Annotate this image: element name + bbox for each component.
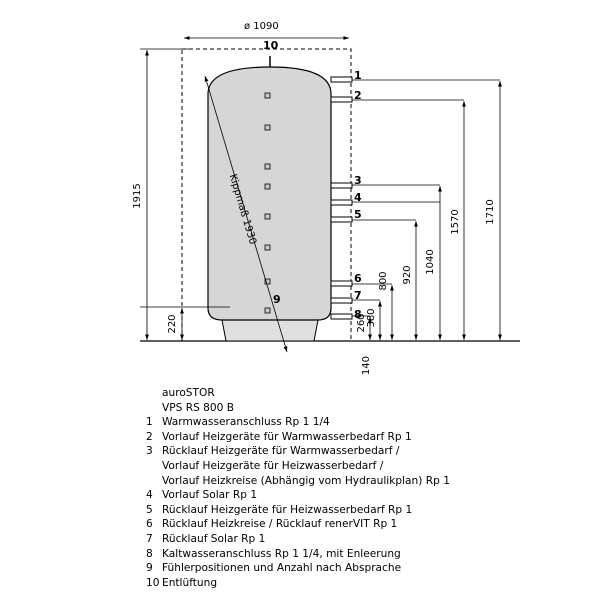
height-920: 920	[402, 265, 413, 284]
height-220: 220	[167, 314, 178, 333]
legend-item: 8 Kaltwasseranschluss Rp 1 1/4, mit Enlee…	[146, 547, 586, 562]
legend-item-continuation: Vorlauf Heizgeräte für Heizwasserbedarf …	[162, 459, 384, 472]
legend-item-text: Kaltwasseranschluss Rp 1 1/4, mit Enleer…	[162, 547, 401, 560]
legend-item: 2 Vorlauf Heizgeräte für Warmwasserbedarf…	[146, 430, 586, 445]
connection-number-2: 2	[354, 89, 362, 102]
legend-item-text: Rücklauf Heizgeräte für Warmwasserbedarf…	[162, 445, 400, 458]
tank-base	[221, 319, 319, 342]
legend-item-number: 6	[146, 518, 153, 531]
legend-item: 6 Rücklauf Heizkreise / Rücklauf renerVIT…	[146, 517, 586, 532]
legend-item-number: 9	[146, 562, 153, 575]
legend-item-number: 3	[146, 445, 153, 458]
legend-item-text: Vorlauf Heizgeräte für Warmwasserbedarf …	[162, 430, 412, 443]
legend-item: 7 Rücklauf Solar Rp 1	[146, 532, 586, 547]
legend-item-text: Vorlauf Solar Rp 1	[162, 489, 258, 502]
height-260: 260	[356, 313, 367, 332]
legend-item-number: 8	[146, 547, 153, 560]
legend-item: 4 Vorlauf Solar Rp 1	[146, 488, 586, 503]
legend-item: 1 Warmwasseranschluss Rp 1 1/4	[146, 415, 586, 430]
height-1570: 1570	[450, 209, 461, 234]
legend-item-number: 10	[146, 576, 160, 589]
legend-item-text: Rücklauf Solar Rp 1	[162, 532, 266, 545]
product-name: auroSTOR	[162, 387, 215, 399]
legend-item-number: 4	[146, 489, 153, 502]
height-140: 140	[361, 356, 372, 375]
sensor-number: 9	[273, 293, 281, 306]
legend-item-text: Fühlerpositionen und Anzahl nach Absprac…	[162, 562, 402, 575]
legend-item-number: 2	[146, 430, 153, 443]
height-1040: 1040	[425, 249, 436, 274]
vent-number: 10	[263, 39, 279, 52]
connection-number-8: 8	[354, 308, 362, 321]
legend-item-text: Rücklauf Heizgeräte für Heizwasserbedarf…	[162, 503, 413, 516]
insulation-outline	[181, 48, 352, 342]
height-1915: 1915	[132, 183, 143, 208]
height-800: 800	[378, 271, 389, 290]
legend-item-number: 1	[146, 416, 153, 429]
tilt-line	[204, 75, 288, 353]
connection-pipes	[330, 76, 353, 320]
width-label: ø 1090	[244, 21, 279, 32]
tank-diagram: ø 1090 1915 220 1710 1570 1040 920 800 3…	[132, 21, 520, 375]
legend-item: 9 Fühlerpositionen und Anzahl nach Abspra…	[146, 561, 586, 576]
legend-item-text: Entlüftung	[162, 576, 218, 589]
height-1710: 1710	[485, 199, 496, 224]
connection-number-1: 1	[354, 69, 362, 82]
connection-number-5: 5	[354, 208, 362, 221]
legend-item-number: 5	[146, 503, 153, 516]
height-380: 380	[366, 308, 377, 327]
connection-number-7: 7	[354, 289, 362, 302]
connection-number-3: 3	[354, 174, 362, 187]
legend-item: 5 Rücklauf Heizgeräte für Heizwasserbedar…	[146, 503, 586, 518]
legend-item-number: 7	[146, 532, 153, 545]
model-name: VPS RS 800 B	[162, 401, 235, 414]
connection-number-4: 4	[354, 191, 362, 204]
legend: auroSTOR VPS RS 800 B 1 Warmwasseranschlu…	[146, 386, 586, 590]
legend-item: 3 Rücklauf Heizgeräte für Warmwasserbedar…	[146, 444, 586, 459]
legend-item-text: Rücklauf Heizkreise / Rücklauf renerVIT …	[162, 518, 398, 531]
connection-number-6: 6	[354, 272, 362, 285]
dimension-lines	[145, 36, 502, 340]
legend-item-text: Warmwasseranschluss Rp 1 1/4	[162, 416, 330, 429]
legend-item-continuation: Vorlauf Heizkreise (Abhängig vom Hydraul…	[162, 474, 450, 487]
